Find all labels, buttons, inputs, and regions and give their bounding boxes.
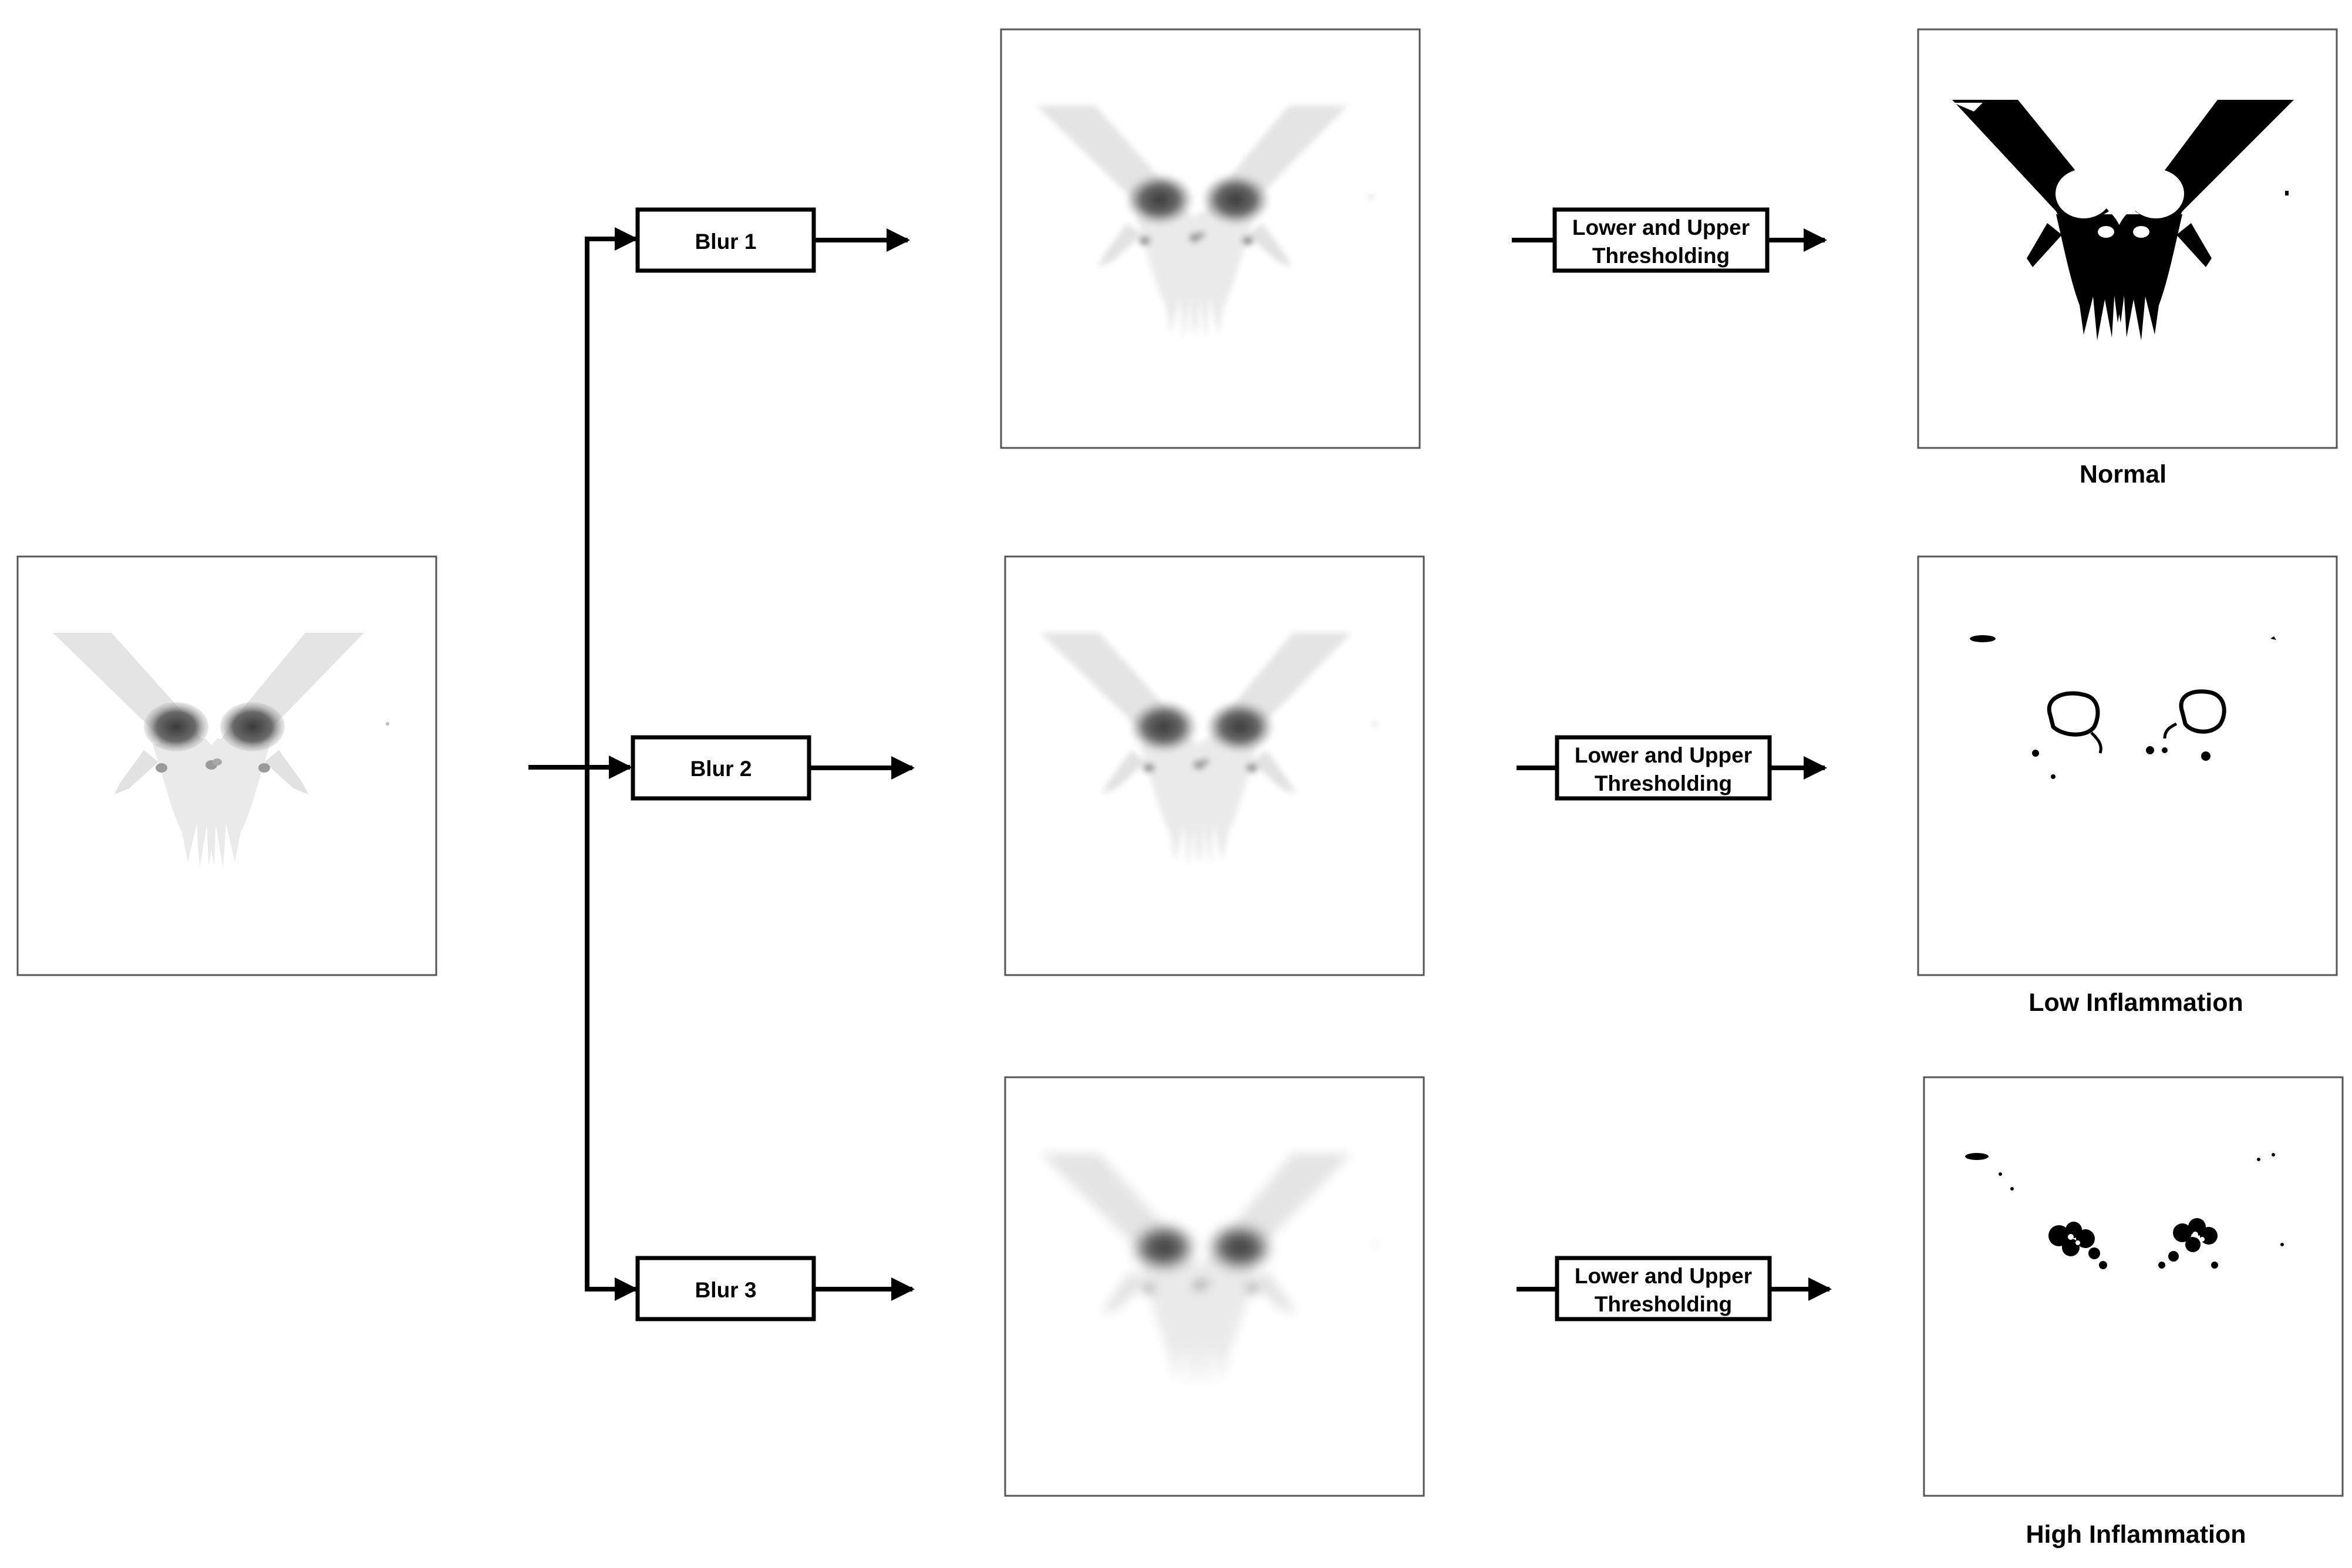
blur-3-label: Blur 3 [695, 1278, 757, 1302]
output-image-normal [1917, 28, 2338, 449]
blurred-image-3 [1004, 1076, 1425, 1497]
threshold-stage-3: Lower and Upper Thresholding [1517, 1256, 1832, 1321]
threshold-stage-1: Lower and Upper Thresholding [1512, 207, 1827, 273]
input-image [16, 555, 437, 976]
caption-normal: Normal [2080, 460, 2166, 488]
threshold-2-line1: Lower and Upper [1575, 743, 1752, 767]
threshold-3-line2: Thresholding [1595, 1292, 1732, 1316]
output-image-low-inflammation [1917, 555, 2338, 976]
blur-1-label: Blur 1 [695, 230, 757, 254]
output-image-high-inflammation [1923, 1076, 2344, 1497]
blur-2-label: Blur 2 [690, 757, 752, 781]
threshold-1-line1: Lower and Upper [1572, 215, 1750, 240]
blurred-image-1 [1000, 28, 1421, 449]
blur-2-box: Blur 2 [631, 735, 811, 801]
blur-output-arrows [809, 228, 915, 1301]
threshold-1-line2: Thresholding [1592, 244, 1730, 268]
blurred-image-2 [1004, 555, 1425, 976]
caption-low-inflammation: Low Inflammation [2028, 989, 2243, 1017]
threshold-stage-2: Lower and Upper Thresholding [1517, 735, 1827, 801]
blur-1-box: Blur 1 [635, 207, 816, 273]
blur-3-box: Blur 3 [635, 1256, 816, 1321]
branch-connector [528, 227, 638, 1301]
caption-high-inflammation: High Inflammation [2026, 1520, 2246, 1549]
threshold-3-line1: Lower and Upper [1575, 1264, 1752, 1288]
threshold-2-line2: Thresholding [1595, 771, 1732, 795]
